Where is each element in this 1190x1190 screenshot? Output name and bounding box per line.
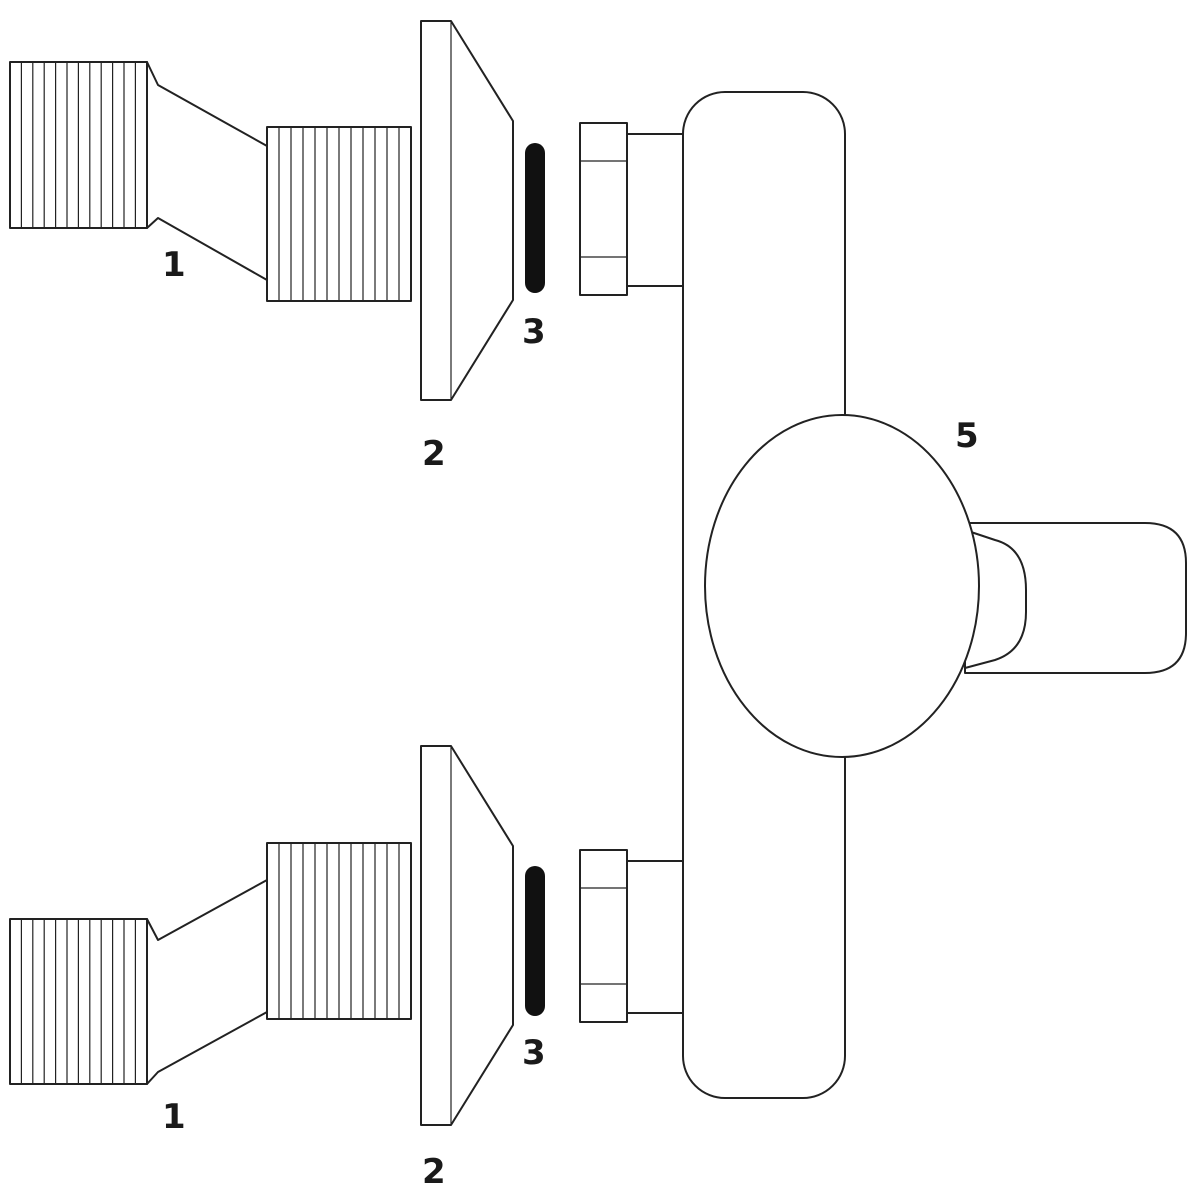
body-inlet-nut-bottom [579,849,684,1023]
label-eccentric-bottom: 1 [162,1097,186,1137]
label-seal-top: 3 [522,312,546,352]
eccentric-fitting-top [9,61,412,302]
label-mixer: 5 [955,416,979,456]
body-inlet-nut-top [579,122,684,296]
eccentric-fitting-bottom [9,842,412,1085]
mixer-handle [964,522,1187,674]
seal-bottom [525,866,545,1016]
cover-plate-top [420,20,514,401]
mixer-dome [704,414,980,758]
label-cover-bottom: 2 [422,1152,446,1190]
cover-plate-bottom [420,745,514,1126]
mixer-body [682,91,1187,1099]
label-seal-bottom: 3 [522,1033,546,1073]
label-cover-top: 2 [422,434,446,474]
label-eccentric-top: 1 [162,245,186,285]
seal-top [525,143,545,293]
